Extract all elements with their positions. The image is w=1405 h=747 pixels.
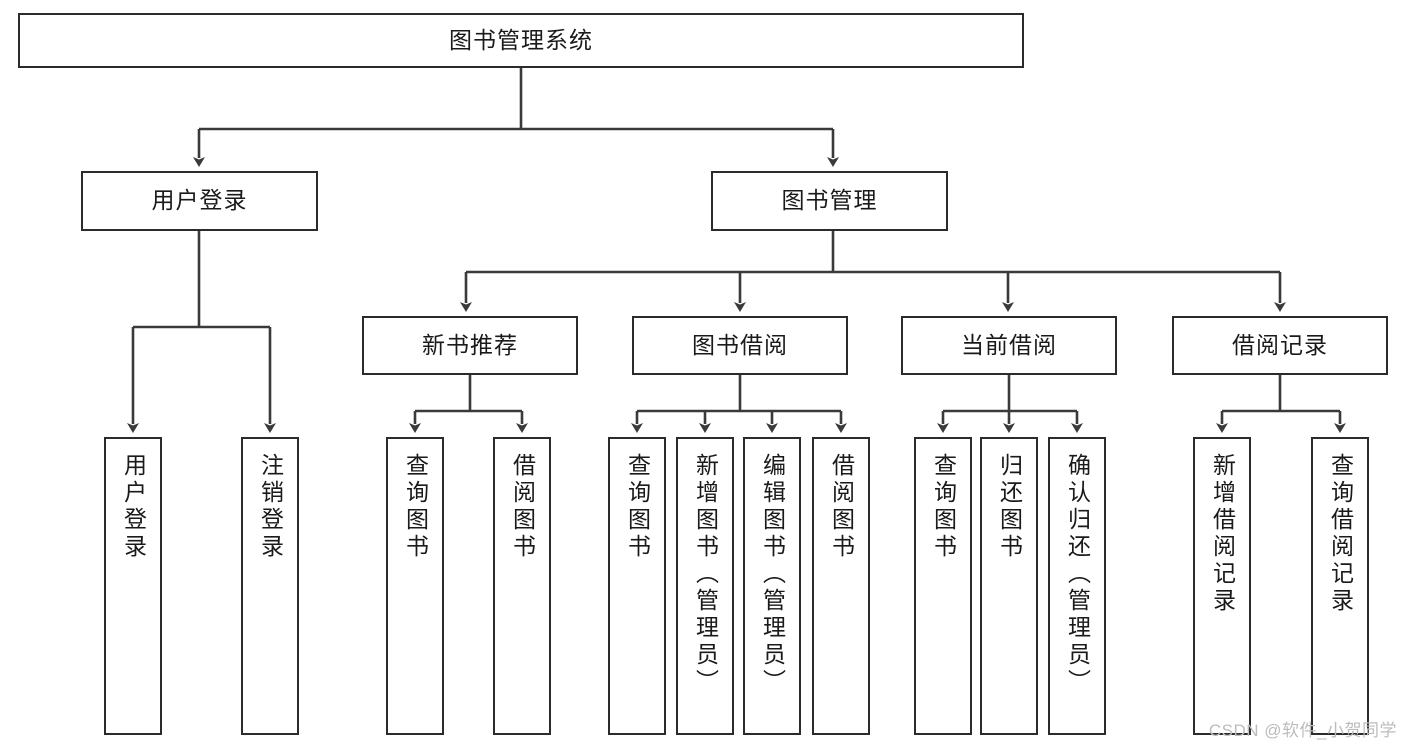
node-leaf-confirm-return[interactable]: 确认归还（管理员） (1048, 437, 1106, 735)
node-new-book-recommend[interactable]: 新书推荐 (362, 316, 578, 375)
node-current-borrow[interactable]: 当前借阅 (901, 316, 1117, 375)
node-leaf-return-book[interactable]: 归还图书 (980, 437, 1038, 735)
node-leaf-add-book-label: 新增图书（管理员） (692, 453, 719, 696)
node-leaf-user-login-label: 用户登录 (120, 453, 147, 561)
node-leaf-borrow-book-2-label: 借阅图书 (828, 453, 855, 561)
node-leaf-logout-label: 注销登录 (257, 453, 284, 561)
node-leaf-query-record[interactable]: 查询借阅记录 (1311, 437, 1369, 735)
node-leaf-edit-book[interactable]: 编辑图书（管理员） (743, 437, 801, 735)
node-leaf-add-record[interactable]: 新增借阅记录 (1193, 437, 1251, 735)
node-leaf-user-login[interactable]: 用户登录 (104, 437, 162, 735)
node-book-borrow[interactable]: 图书借阅 (632, 316, 848, 375)
node-user-login[interactable]: 用户登录 (81, 171, 318, 231)
node-leaf-add-record-label: 新增借阅记录 (1209, 453, 1236, 615)
node-leaf-borrow-book-1-label: 借阅图书 (509, 453, 536, 561)
node-new-book-recommend-label: 新书推荐 (422, 331, 518, 358)
node-leaf-logout[interactable]: 注销登录 (241, 437, 299, 735)
node-leaf-confirm-return-label: 确认归还（管理员） (1064, 453, 1091, 696)
node-root[interactable]: 图书管理系统 (18, 13, 1024, 68)
node-leaf-query-book-1[interactable]: 查询图书 (386, 437, 444, 735)
node-book-borrow-label: 图书借阅 (692, 331, 788, 358)
node-borrow-record-label: 借阅记录 (1232, 331, 1328, 358)
node-user-login-label: 用户登录 (151, 187, 248, 214)
node-leaf-edit-book-label: 编辑图书（管理员） (759, 453, 786, 696)
node-leaf-add-book[interactable]: 新增图书（管理员） (676, 437, 734, 735)
node-leaf-query-record-label: 查询借阅记录 (1327, 453, 1354, 615)
node-book-manage[interactable]: 图书管理 (711, 171, 948, 231)
node-borrow-record[interactable]: 借阅记录 (1172, 316, 1388, 375)
node-leaf-query-book-1-label: 查询图书 (402, 453, 429, 561)
node-book-manage-label: 图书管理 (781, 187, 878, 214)
node-leaf-borrow-book-1[interactable]: 借阅图书 (493, 437, 551, 735)
node-leaf-query-book-2-label: 查询图书 (624, 453, 651, 561)
node-leaf-query-book-3-label: 查询图书 (930, 453, 957, 561)
node-leaf-query-book-2[interactable]: 查询图书 (608, 437, 666, 735)
node-leaf-return-book-label: 归还图书 (996, 453, 1023, 561)
node-leaf-query-book-3[interactable]: 查询图书 (914, 437, 972, 735)
node-root-label: 图书管理系统 (449, 26, 593, 53)
node-leaf-borrow-book-2[interactable]: 借阅图书 (812, 437, 870, 735)
csdn-watermark: CSDN @软件_小贺同学 (1208, 721, 1397, 740)
node-current-borrow-label: 当前借阅 (961, 331, 1057, 358)
